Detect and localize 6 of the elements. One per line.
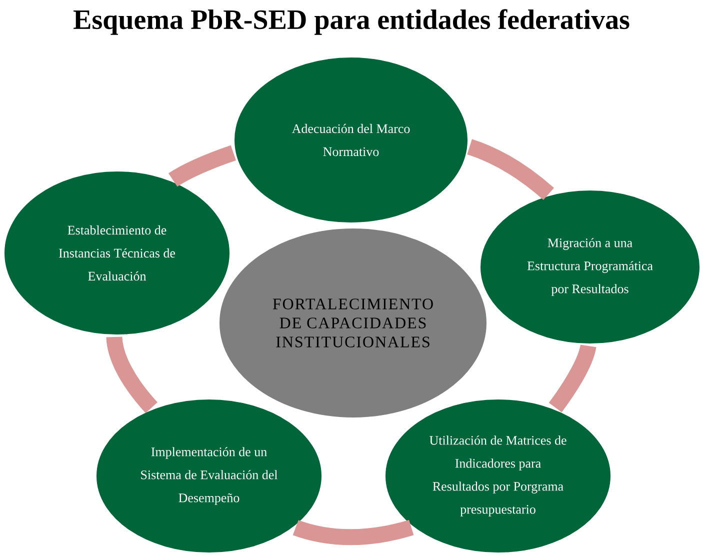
ring-segment <box>168 145 236 187</box>
ring-segment <box>293 520 414 546</box>
ring-segment <box>467 139 554 200</box>
ring-segment <box>548 344 596 412</box>
title: Esquema PbR-SED para entidades federativas <box>74 9 630 35</box>
ring-segment <box>106 336 158 413</box>
